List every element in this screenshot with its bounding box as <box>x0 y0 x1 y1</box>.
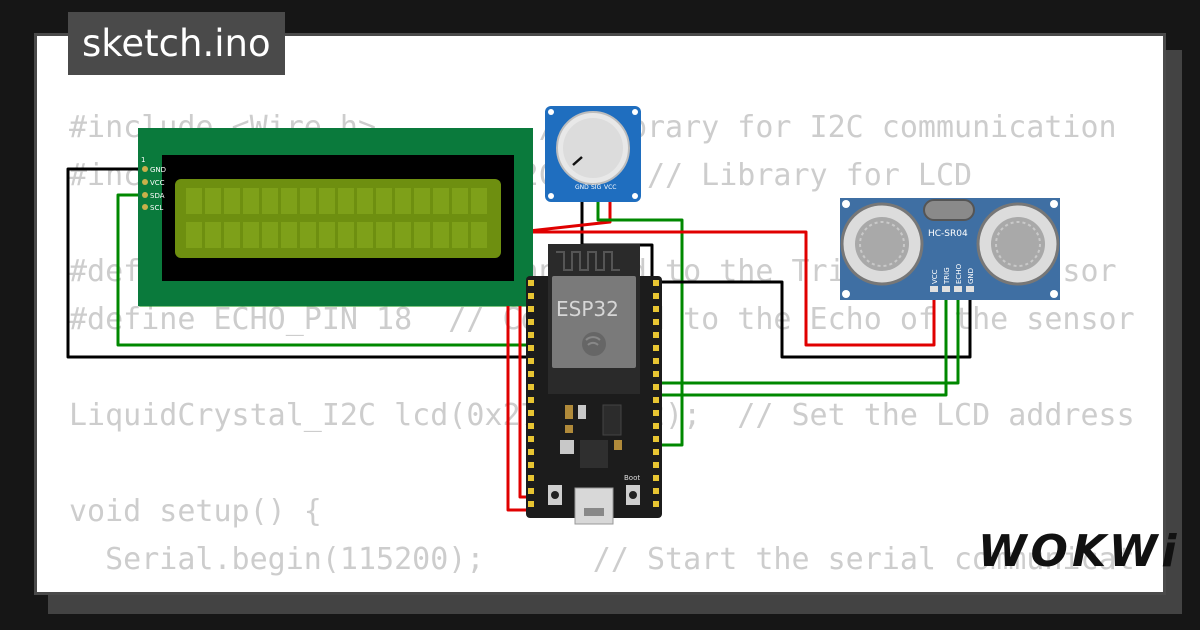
sensor-label: HC-SR04 <box>928 229 968 239</box>
usb-port-icon <box>574 487 614 525</box>
esp32-board[interactable]: ESP32 Boot <box>526 244 662 525</box>
sensor-crystal <box>923 199 975 221</box>
lcd-pin-label: GND <box>150 166 166 174</box>
lcd-pin-label: VCC <box>150 179 165 187</box>
potentiometer-knob-indicator <box>572 156 583 166</box>
wire-lcd-sda[interactable] <box>116 193 660 347</box>
sensor-transmitter <box>840 202 924 286</box>
sensor-pin-label: TRIG <box>943 267 951 285</box>
lcd-character-cells <box>186 188 487 248</box>
code-line: void setup() { <box>69 494 322 529</box>
wire-sensor-gnd[interactable] <box>652 280 972 359</box>
lcd-display[interactable]: 1 GND VCC SDA SCL <box>138 128 533 306</box>
pot-pin-label: VCC <box>604 184 616 191</box>
sensor-pin-label: VCC <box>931 269 939 284</box>
esp32-left-header <box>528 280 534 507</box>
pot-pin-label: GND <box>575 184 589 191</box>
pot-pin-label: SIG <box>591 184 602 191</box>
code-line: Serial.begin(115200); // Start the seria… <box>69 542 1137 577</box>
lcd-pin-label: SDA <box>150 192 165 200</box>
potentiometer[interactable]: GND SIG VCC <box>545 106 641 202</box>
wire-sensor-echo[interactable] <box>652 290 960 385</box>
sensor-receiver <box>976 202 1060 286</box>
esp32-right-header <box>653 280 659 507</box>
wokwi-logo: WOKWi <box>978 526 1181 577</box>
code-line: pinMode(TRIG_PIN, OUTPUT); // Set Trig p… <box>69 584 1137 592</box>
wire-sensor-trig[interactable] <box>652 290 948 397</box>
esp32-label: ESP32 <box>556 297 619 321</box>
sensor-pin-label: ECHO <box>955 263 963 284</box>
esp32-boot-label: Boot <box>624 474 640 482</box>
lcd-pin-number: 1 <box>141 156 145 164</box>
lcd-pin-header <box>142 166 148 210</box>
sensor-pins <box>930 286 974 292</box>
wire-pot-sig[interactable] <box>596 190 684 447</box>
wires <box>66 167 972 512</box>
ultrasonic-sensor[interactable]: HC-SR04 VCC TRIG ECHO GND <box>840 198 1060 300</box>
file-title-tab[interactable]: sketch.ino <box>68 12 285 75</box>
espressif-logo-icon <box>582 332 606 356</box>
wire-lcd-gnd[interactable] <box>66 167 660 359</box>
sensor-pin-label: GND <box>967 268 975 284</box>
lcd-pin-label: SCL <box>150 204 163 212</box>
